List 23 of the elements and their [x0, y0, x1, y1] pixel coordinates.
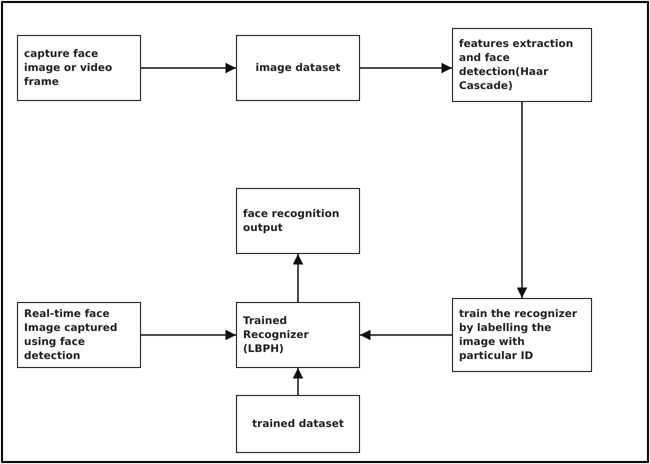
box-text: image dataset	[255, 60, 340, 76]
process-box	[452, 298, 592, 372]
arrow	[516, 102, 528, 298]
process-box	[452, 28, 592, 102]
process-box	[236, 35, 360, 101]
process-box	[236, 395, 360, 453]
arrow	[292, 254, 304, 302]
process-box	[236, 302, 360, 368]
box-text: trained dataset	[252, 416, 344, 432]
box-text: Trained Recognizer (LBPH)	[243, 314, 310, 356]
box-text: capture face image or video frame	[24, 46, 114, 90]
arrow	[141, 62, 236, 74]
process-box	[17, 302, 141, 368]
box-text: face recognition output	[243, 206, 340, 236]
process-box	[236, 188, 360, 254]
arrow	[360, 330, 452, 340]
arrow	[292, 368, 304, 395]
arrow	[141, 330, 236, 340]
box-text: train the recognizer by labelling the image with particular ID	[459, 306, 578, 364]
box-text: features extraction and face detection(Haar Cascade)	[459, 36, 574, 94]
box-text: Real-time face Image captured using face detection	[24, 306, 118, 364]
arrow	[360, 62, 452, 74]
process-box	[17, 35, 141, 101]
